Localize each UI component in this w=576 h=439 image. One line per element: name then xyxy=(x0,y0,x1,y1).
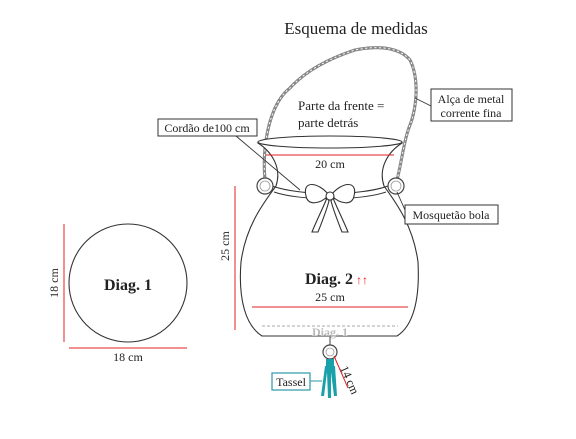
strap-callout-line1: Alça de metal xyxy=(438,92,505,106)
front-back-label-line2: parte detrás xyxy=(298,115,358,130)
base-diag1-label: Diag. 1 xyxy=(312,325,348,339)
tassel-icon xyxy=(321,359,337,398)
cord-callout-leader xyxy=(235,135,301,191)
front-back-label-line1: Parte da frente = xyxy=(298,98,384,113)
circle-width-label: 18 cm xyxy=(113,350,143,364)
clasp-callout-label: Mosquetão bola xyxy=(413,208,491,222)
top-width-label: 20 cm xyxy=(315,157,345,171)
tassel-length-label: 14 cm xyxy=(337,364,362,397)
strap-callout-leader xyxy=(414,97,432,107)
ball-clasp-right xyxy=(387,177,405,195)
tassel-callout-label: Tassel xyxy=(276,375,306,389)
diag2-arrows: ↑↑ xyxy=(356,273,368,287)
diagram-title: Esquema de medidas xyxy=(284,19,428,38)
diag2-label-text: Diag. 2 xyxy=(305,271,353,288)
strap-callout-box xyxy=(430,88,513,122)
circle-height-label: 18 cm xyxy=(47,268,61,298)
diag2-label: Diag. 2↑↑ xyxy=(305,271,368,288)
clasp-callout-box xyxy=(404,204,499,225)
ball-clasp-right-inner xyxy=(390,180,402,192)
cord-callout-label: Cordão de100 cm xyxy=(164,121,250,135)
bag-bottom-width-label: 25 cm xyxy=(315,290,345,304)
tassel-ring-inner xyxy=(325,347,335,357)
tassel-length-line xyxy=(333,355,349,389)
ball-clasp-left xyxy=(256,177,274,195)
circle-diagram xyxy=(68,223,188,343)
metal-chain-strap-inner xyxy=(263,47,417,181)
clasp-callout-leader xyxy=(396,191,406,211)
bag-opening-rim xyxy=(257,135,403,149)
circle-label: Diag. 1 xyxy=(104,277,152,294)
ball-clasp-left-inner xyxy=(259,180,271,192)
bag-height-label: 25 cm xyxy=(218,231,232,261)
strap-callout-line2: corrente fina xyxy=(441,106,503,120)
bow-icon xyxy=(304,183,356,233)
cord-callout-box xyxy=(157,118,258,137)
